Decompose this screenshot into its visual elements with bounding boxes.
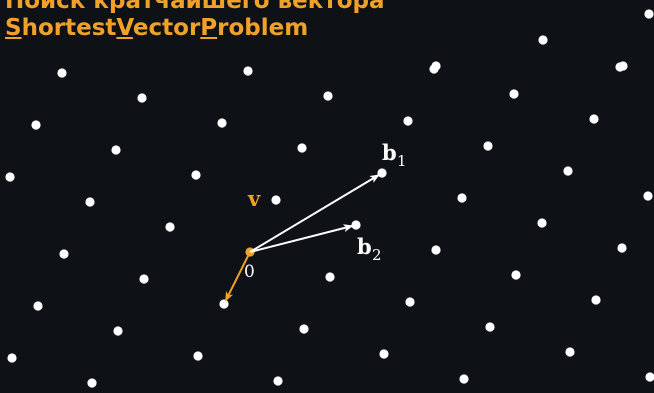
lattice-point: [5, 172, 15, 182]
lattice-point: [405, 297, 415, 307]
lattice-point: [111, 145, 121, 155]
lattice-point: [509, 89, 519, 99]
vectors-group: [224, 174, 380, 302]
lattice-point: [431, 245, 441, 255]
lattice-point: [589, 114, 599, 124]
lattice-point: [31, 120, 41, 130]
title-initial: S: [5, 15, 22, 41]
lattice-point: [243, 66, 253, 76]
lattice-point: [563, 166, 573, 176]
lattice-point: [139, 274, 149, 284]
lattice-point: [457, 193, 467, 203]
title-word-part: roblem: [217, 15, 309, 41]
lattice-point: [591, 295, 601, 305]
b1-label: b: [382, 140, 397, 165]
title-russian: Поиск кратчайшего вектора: [5, 0, 385, 14]
lattice-point: [59, 249, 69, 259]
title-english: ShortestVectorProblem: [5, 15, 308, 41]
title-word-part: hortest: [21, 15, 117, 41]
lattice-point: [299, 324, 309, 334]
origin-label: 0: [244, 262, 255, 282]
title-initial: P: [200, 15, 218, 41]
lattice-point: [377, 168, 387, 178]
b2-label: b: [357, 234, 372, 259]
basis-vector-b1: [249, 174, 380, 253]
lattice-point: [618, 61, 628, 71]
lattice-point: [137, 93, 147, 103]
lattice-point: [193, 351, 203, 361]
lattice-point: [325, 272, 335, 282]
lattice-point: [273, 376, 283, 386]
lattice-point: [191, 170, 201, 180]
title-initial: V: [116, 15, 133, 41]
lattice-point: [297, 143, 307, 153]
lattice-point: [511, 270, 521, 280]
lattice-point: [33, 301, 43, 311]
shortest-vector-v: [224, 251, 251, 302]
shortest-vector-label: v: [247, 186, 261, 211]
lattice-point: [537, 218, 547, 228]
lattice-point: [57, 68, 67, 78]
lattice-point: [485, 322, 495, 332]
lattice-point: [565, 347, 575, 357]
b1-subscript: 1: [397, 152, 407, 170]
lattice-point: [403, 116, 413, 126]
lattice-point: [483, 141, 493, 151]
lattice-point: [85, 197, 95, 207]
lattice-point: [643, 191, 653, 201]
lattice-point: [113, 326, 123, 336]
lattice-point: [165, 222, 175, 232]
lattice-point: [538, 35, 548, 45]
lattice-point: [323, 91, 333, 101]
lattice-point: [379, 349, 389, 359]
lattice-point: [431, 61, 441, 71]
lattice-point: [645, 372, 654, 382]
lattice-point: [351, 220, 361, 230]
lattice-point: [617, 243, 627, 253]
lattice-point: [217, 118, 227, 128]
lattice-point: [644, 9, 654, 19]
b2-subscript: 2: [372, 246, 382, 264]
lattice-point: [271, 195, 281, 205]
basis-vector-b2: [249, 224, 354, 253]
lattice-point: [87, 378, 97, 388]
lattice-point: [7, 353, 17, 363]
lattice-points: [5, 9, 654, 388]
title-word-part: ector: [132, 15, 201, 41]
lattice-point: [459, 374, 469, 384]
lattice-point: [219, 299, 229, 309]
